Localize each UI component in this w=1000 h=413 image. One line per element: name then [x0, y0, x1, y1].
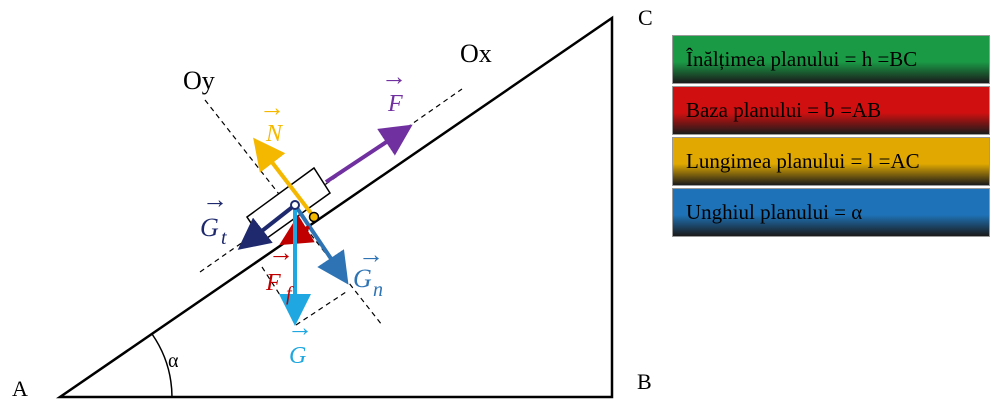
- vector-arrow-mark: →: [268, 238, 294, 267]
- legend-item-label: Baza planului = b =AB: [686, 98, 882, 122]
- force-gt-arrow: [237, 203, 297, 250]
- legend-item-length: Lungimea planului = l =AC: [672, 137, 990, 186]
- center-of-mass-dot: [290, 200, 300, 210]
- gt-projection-line: [261, 266, 297, 321]
- force-gt-label: → G t: [200, 185, 228, 249]
- legend-item-angle: Unghiul planului = α: [672, 188, 990, 237]
- oy-axis-label: Oy: [183, 66, 215, 95]
- plane-triangle: [55, 15, 614, 399]
- vector-arrow-mark: →: [287, 313, 313, 342]
- force-gn-arrow: [293, 203, 349, 285]
- vector-arrow-mark: →: [358, 240, 384, 269]
- legend-item-base: Baza planului = b =AB: [672, 86, 990, 135]
- force-n-label: → N: [259, 93, 285, 147]
- force-gt-subscript: t: [221, 227, 227, 249]
- ox-axis-label: Ox: [460, 39, 492, 68]
- contact-point-dot: [308, 211, 320, 223]
- force-f-label: → F: [381, 62, 407, 117]
- vector-arrow-mark: →: [381, 62, 407, 91]
- angle-label: α: [168, 350, 179, 372]
- force-n-symbol: N: [265, 121, 284, 147]
- legend-item-label: Unghiul planului = α: [686, 200, 863, 224]
- legend-item-height: Înălțimea planului = h =BC: [672, 35, 990, 84]
- force-g-symbol: G: [289, 343, 306, 369]
- force-ff-arrow: [279, 214, 315, 246]
- force-f-arrow: [324, 124, 413, 184]
- legend-item-label: Lungimea planului = l =AC: [686, 149, 920, 173]
- force-gn-symbol: G: [353, 264, 372, 293]
- legend-item-label: Înălțimea planului = h =BC: [686, 47, 918, 71]
- vertex-a-label: A: [12, 376, 28, 401]
- oy-axis-line: [204, 99, 383, 326]
- force-gn-subscript: n: [373, 279, 383, 301]
- force-ff-label: → F f: [265, 238, 294, 305]
- force-ff-subscript: f: [286, 283, 294, 305]
- vector-arrow-mark: →: [259, 93, 285, 122]
- block-body: [245, 166, 332, 243]
- vertex-c-label: C: [638, 5, 653, 30]
- legend: Înălțimea planului = h =BC Baza planului…: [672, 35, 990, 239]
- force-gt-symbol: G: [200, 213, 219, 242]
- vertex-b-label: B: [637, 369, 652, 394]
- force-n-arrow: [253, 137, 316, 219]
- force-g-label: → G: [287, 313, 313, 369]
- force-ff-symbol: F: [265, 270, 281, 296]
- force-f-symbol: F: [387, 91, 403, 117]
- angle-arc: [151, 333, 173, 398]
- vector-arrow-mark: →: [202, 185, 228, 214]
- force-gn-label: → G n: [353, 240, 384, 301]
